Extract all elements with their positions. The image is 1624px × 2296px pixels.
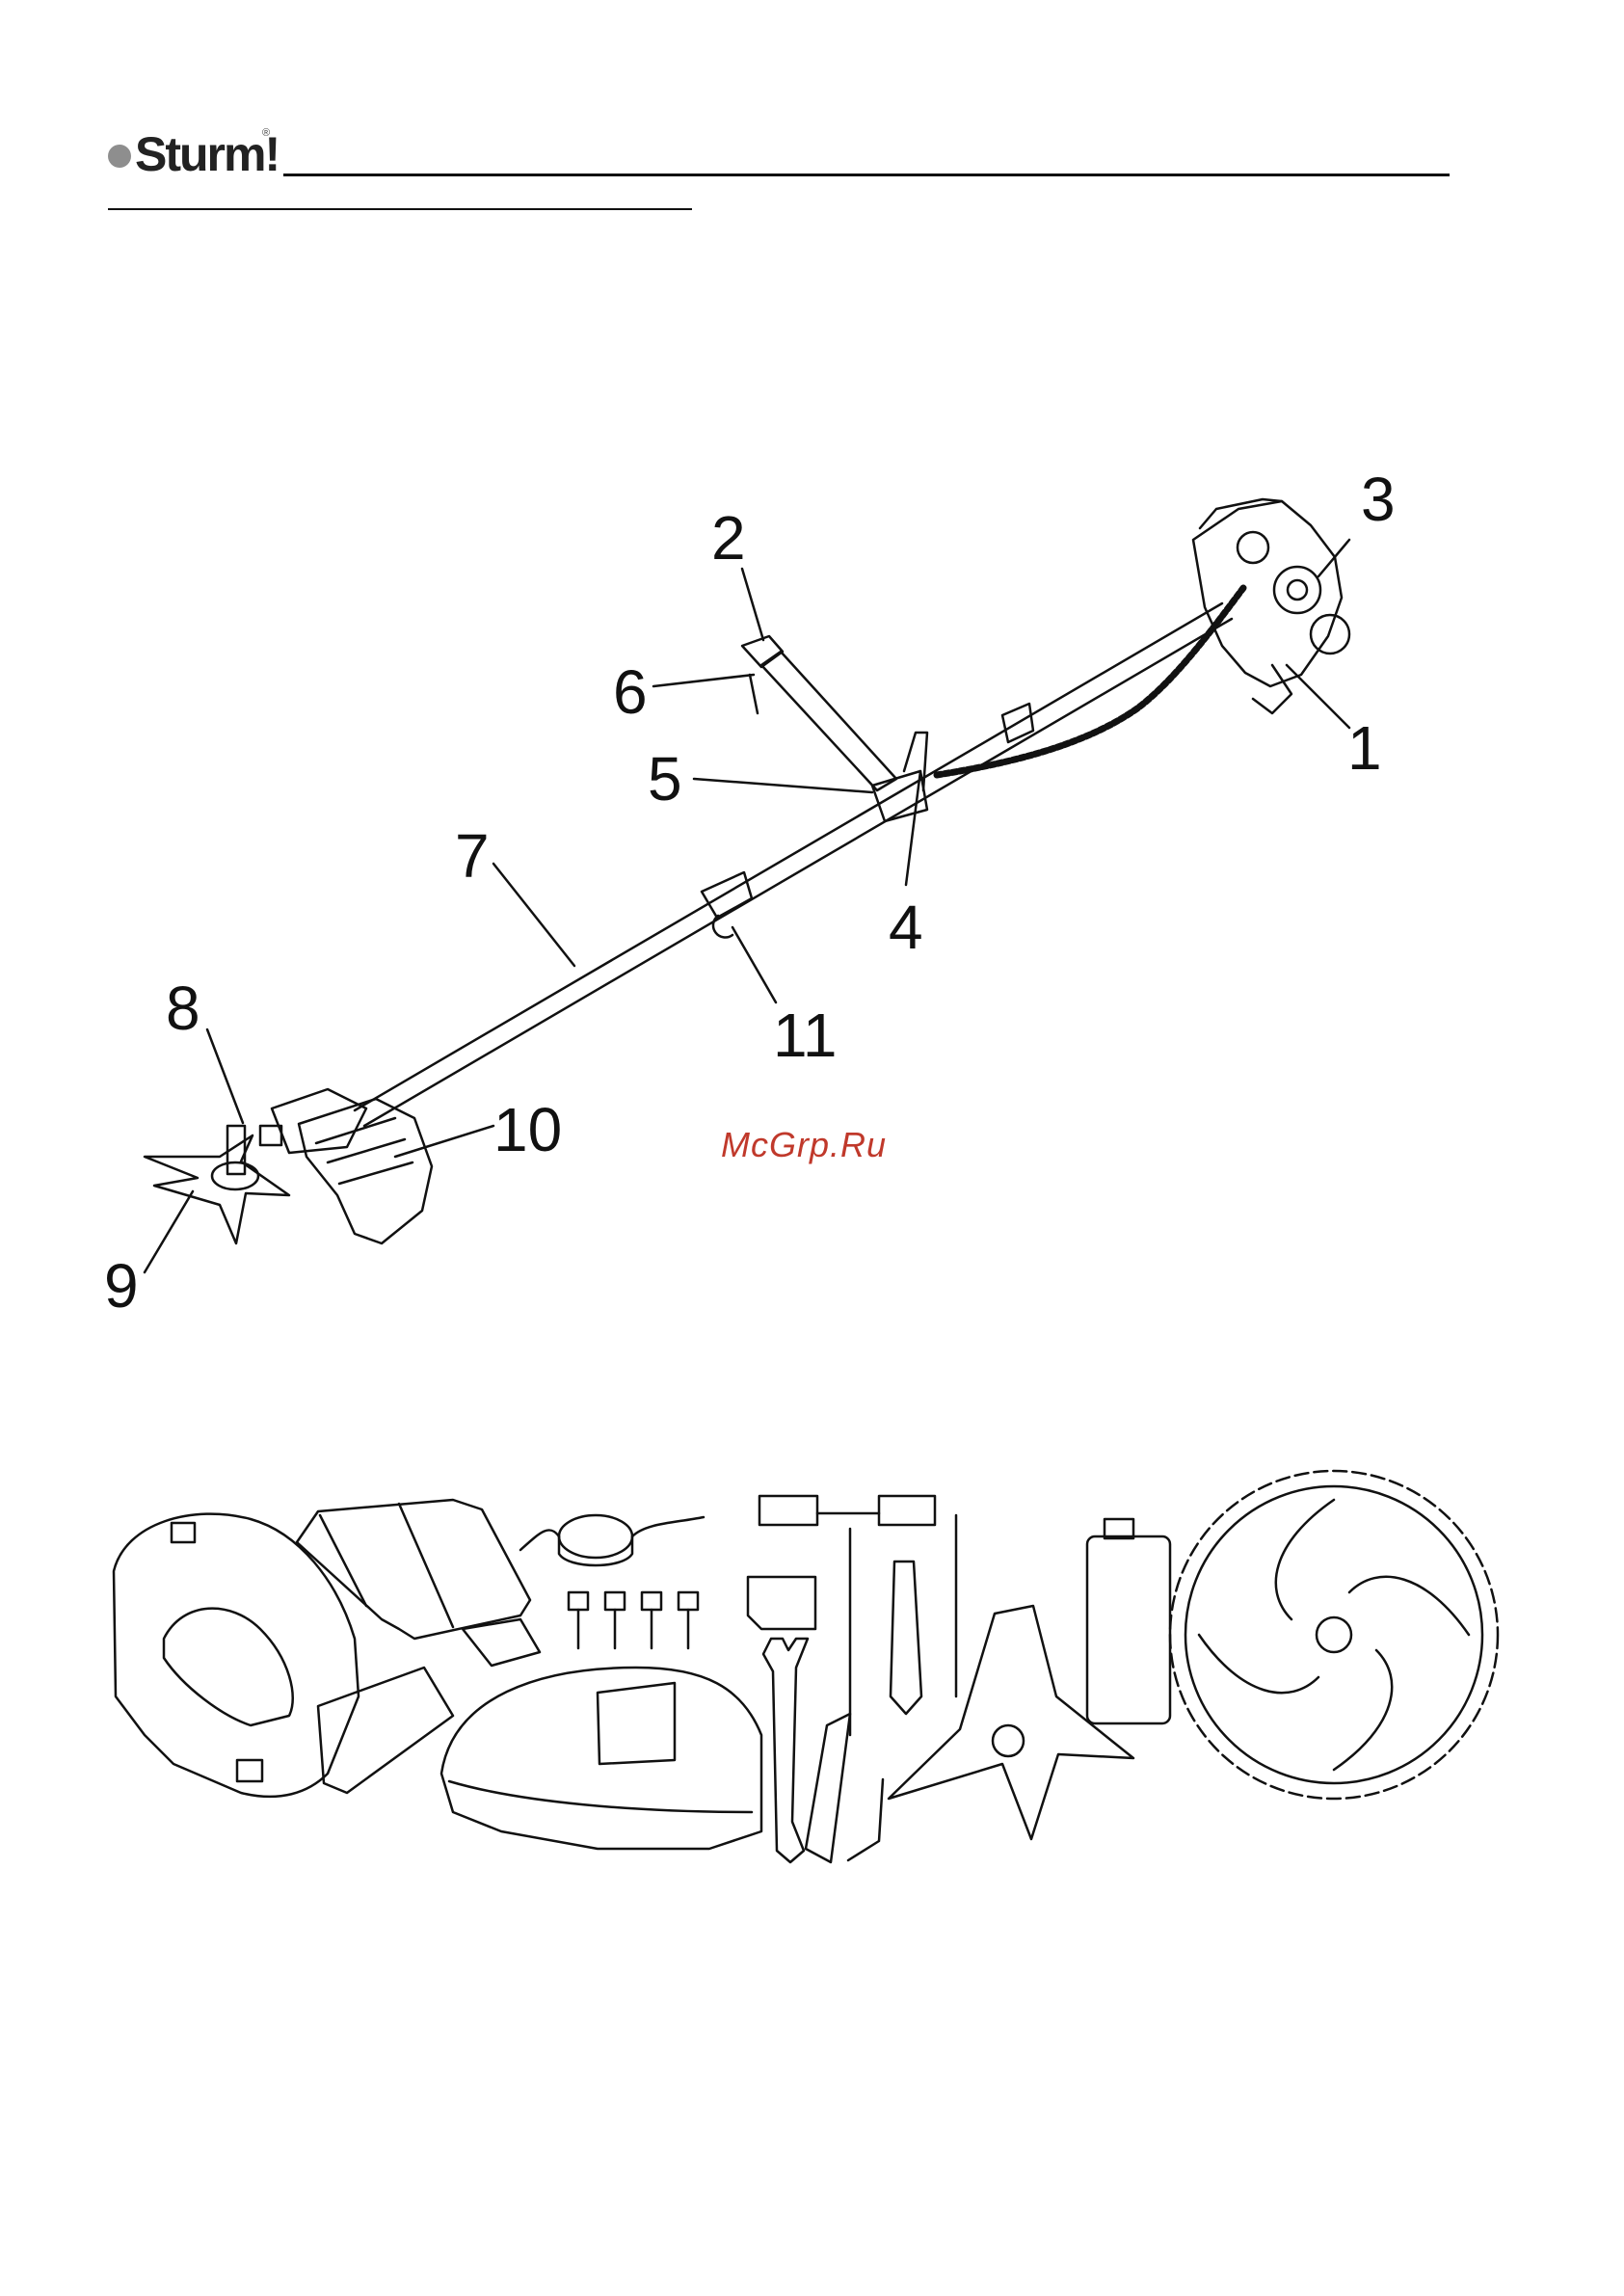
bolt-set	[569, 1592, 698, 1648]
leader-10	[395, 1126, 493, 1157]
callout-11: 11	[773, 1001, 837, 1070]
trimmer-head	[520, 1515, 704, 1565]
leader-5	[694, 779, 872, 792]
oil-bottle	[1087, 1519, 1170, 1723]
callout-8: 8	[166, 974, 200, 1043]
leader-11	[732, 927, 776, 1002]
callout-7: 7	[455, 821, 490, 891]
blade-cover	[297, 1500, 540, 1666]
callout-5: 5	[648, 744, 682, 814]
callout-10: 10	[493, 1095, 562, 1164]
file-and-hex-keys	[806, 1515, 956, 1862]
callout-4: 4	[889, 893, 923, 962]
leader-6	[653, 675, 754, 686]
leader-1	[1287, 665, 1349, 728]
circular-saw-blade	[1170, 1471, 1498, 1799]
callout-6: 6	[613, 657, 648, 727]
gearbox-guard	[260, 1089, 432, 1243]
callout-2: 2	[711, 503, 746, 573]
spark-plug-wrench	[748, 1496, 935, 1735]
cutting-guard	[441, 1668, 761, 1849]
leader-9	[145, 1191, 193, 1272]
leader-2	[742, 569, 763, 640]
callout-1: 1	[1347, 713, 1382, 783]
callout-9: 9	[104, 1251, 139, 1321]
open-wrench	[763, 1639, 808, 1862]
shoulder-harness	[114, 1514, 453, 1797]
leader-7	[493, 864, 574, 966]
three-tooth-blade	[145, 1126, 289, 1243]
leader-8	[207, 1029, 243, 1123]
leader-3	[1318, 540, 1349, 576]
handle-bar	[742, 636, 927, 821]
callout-3: 3	[1361, 465, 1396, 534]
